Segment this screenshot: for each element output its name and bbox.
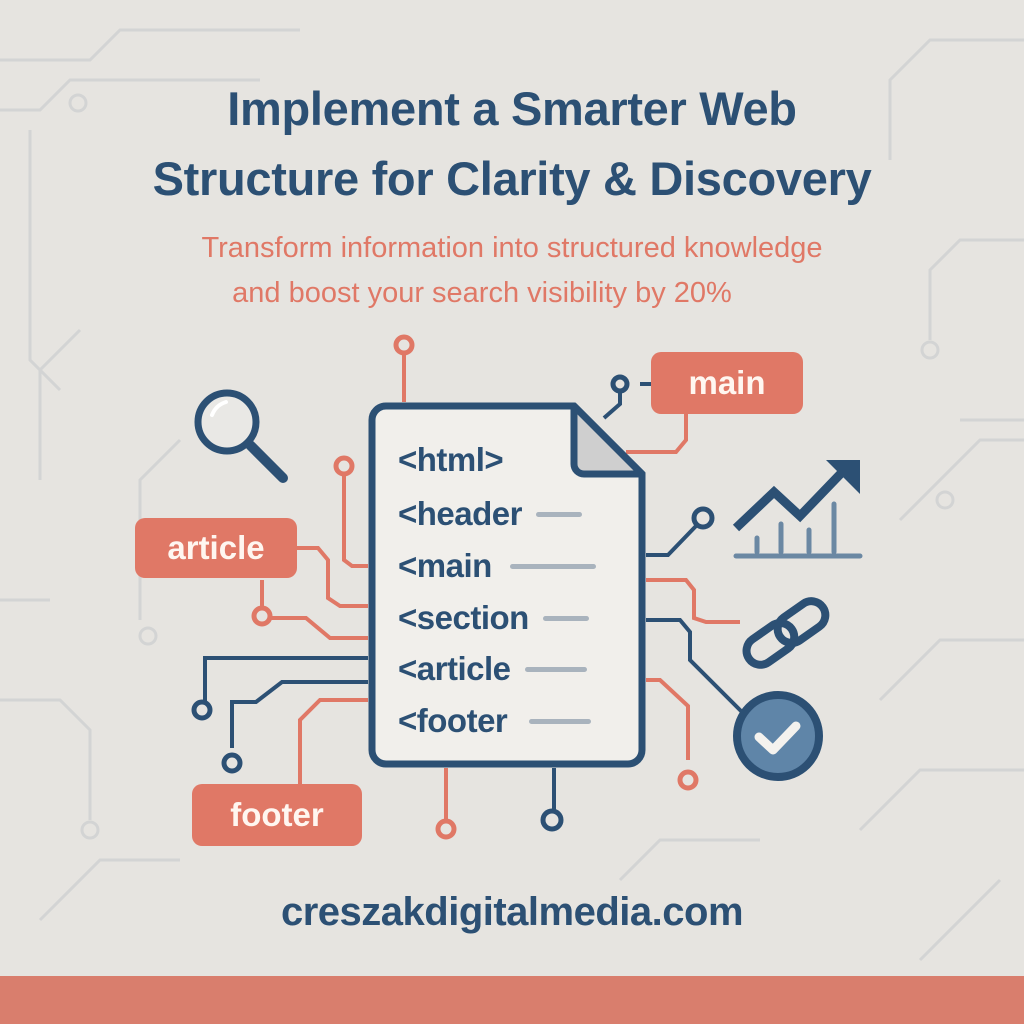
code-text: <html> (398, 441, 504, 478)
subtitle-line1: Transform information into structured kn… (201, 232, 823, 264)
code-line-section: <section (398, 598, 589, 638)
code-dash (509, 563, 596, 569)
trending-chart-icon (732, 460, 863, 559)
page-title-line2: Structure for Clarity & Discovery (152, 152, 872, 205)
code-line-main: <main (398, 546, 596, 586)
subtitle-line2: and boost your search visibility by 20% (232, 277, 732, 309)
tag-main: main (651, 352, 803, 414)
code-dash (536, 511, 582, 517)
code-line-html: <html> (398, 440, 504, 480)
code-dash (524, 666, 587, 672)
code-line-article: <article (398, 649, 587, 689)
page-title-line1: Implement a Smarter Web (227, 82, 797, 135)
tag-article: article (135, 518, 297, 578)
tag-footer: footer (192, 784, 362, 846)
code-dash (542, 615, 589, 621)
code-text: <footer (398, 702, 508, 739)
check-circle-icon (733, 691, 823, 781)
code-dash (529, 718, 592, 724)
code-text: <section (398, 599, 529, 636)
html-document-card: <html> <header <main <section <article <… (368, 402, 646, 768)
code-text: <header (398, 495, 523, 532)
code-line-footer: <footer (398, 701, 592, 741)
search-icon (194, 389, 288, 483)
document-icon (368, 402, 646, 768)
bottom-accent-bar (0, 976, 1024, 1024)
website-url: creszakdigitalmedia.com (280, 890, 744, 934)
link-icon (742, 597, 830, 669)
code-text: <main (398, 547, 492, 584)
code-text: <article (398, 650, 511, 687)
code-line-header: <header (398, 494, 582, 534)
